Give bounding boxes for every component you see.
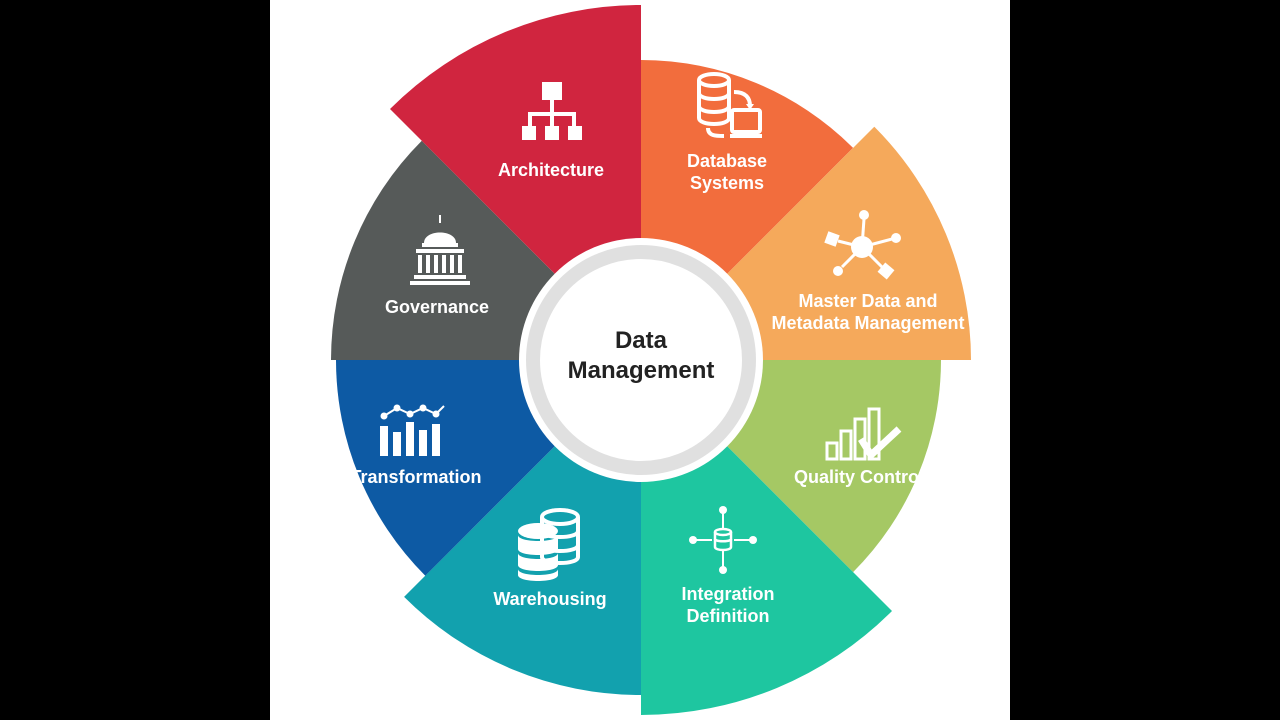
database-stack-icon [518,508,580,581]
quality-control-label: Quality Control [794,466,924,488]
center-title-line2: Management [567,357,715,384]
center-disc [543,262,739,458]
architecture-label-line1: Architecture [497,160,605,180]
database-systems-label-line1: Database [686,151,768,171]
master-data-label-line1: Master Data and [798,291,938,311]
warehousing-label: Warehousing [493,588,606,610]
center-ring-band [526,245,756,475]
integration-definition-label-line1: Integration [681,584,775,604]
bar-chart-check-icon [825,407,902,461]
diagram-canvas: Architecture Database Systems Master Dat… [270,0,1010,720]
transformation-label: Transformation [350,466,481,488]
governance-label: Governance [385,296,489,318]
master-data-label-line2: Metadata Management [771,313,965,333]
warehousing-label-line1: Warehousing [493,589,607,609]
database-systems-label: Database Systems [687,150,767,194]
quality-control-label-line1: Quality Control [794,467,924,487]
database-systems-label-line2: Systems [689,173,765,193]
org-chart-icon [522,82,582,140]
transformation-label-line1: Transformation [350,467,482,487]
architecture-label: Architecture [498,159,604,181]
bar-line-chart-icon [380,404,445,456]
integration-definition-label: Integration Definition [682,583,775,627]
master-data-label: Master Data and Metadata Management [771,290,964,334]
integration-definition-label-line2: Definition [686,606,770,626]
center-title-line1: Data [614,327,668,354]
network-hub-icon [824,210,901,280]
governance-label-line1: Governance [384,297,490,317]
integration-hub-icon [689,506,757,574]
database-transfer-icon [697,72,762,138]
capitol-building-icon [410,215,470,285]
center-title: Data Management [568,326,715,386]
